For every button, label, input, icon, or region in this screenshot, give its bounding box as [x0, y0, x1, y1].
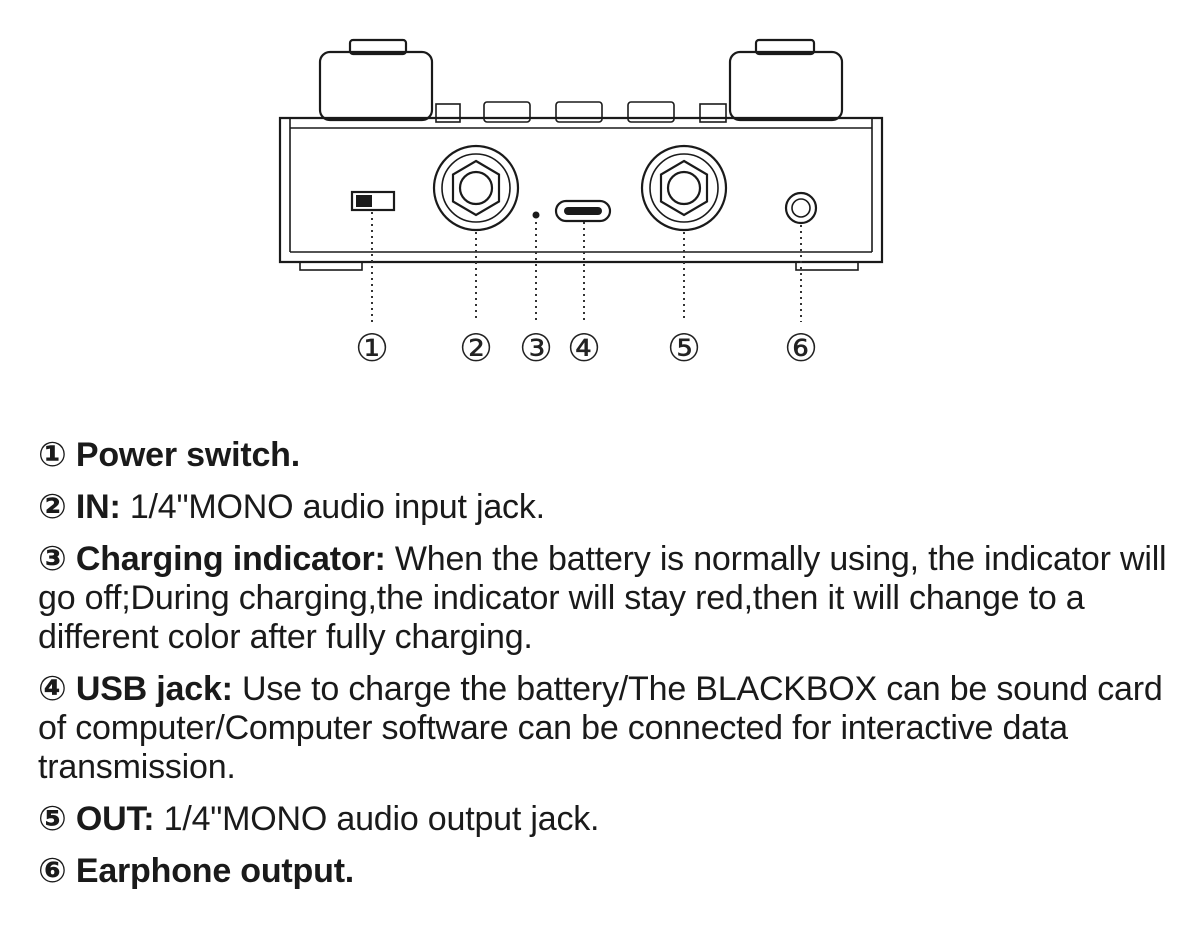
legend-label: IN: [75, 488, 121, 526]
right-knob [728, 38, 844, 122]
legend-description: Use to charge the battery/The BLACKBOX c… [38, 670, 1163, 786]
charging-indicator-icon [532, 211, 540, 219]
callout-numbers: ① ② ③ ④ ⑤ ⑥ [355, 326, 818, 370]
callout-6: ⑥ [784, 326, 818, 370]
callout-4: ④ [567, 326, 601, 370]
legend-number: ⑤ [38, 799, 67, 839]
leader-lines [371, 212, 802, 322]
power-switch-icon [350, 190, 396, 212]
legend-item-power-switch: ① Power switch. [38, 436, 1168, 475]
legend-description: 1/4"MONO audio input jack. [129, 488, 545, 526]
legend-item-output: ⑤ OUT: 1/4"MONO audio output jack. [38, 800, 1168, 839]
top-buttons [435, 101, 727, 123]
legend-description: When the battery is normally using, the … [38, 540, 1167, 656]
legend-label: USB jack: [75, 670, 233, 708]
legend-number: ③ [38, 539, 67, 579]
left-knob [318, 38, 434, 122]
device-rear-panel-diagram: ① ② ③ ④ ⑤ ⑥ [278, 38, 884, 370]
legend-label: Power switch. [75, 436, 300, 474]
legend-description: 1/4"MONO audio output jack. [163, 800, 600, 838]
legend-item-earphone-output: ⑥ Earphone output. [38, 852, 1168, 891]
legend-number: ⑥ [38, 851, 67, 891]
input-jack-icon [432, 144, 520, 232]
legend-item-input: ② IN: 1/4"MONO audio input jack. [38, 488, 1168, 527]
legend-label: OUT: [75, 800, 155, 838]
legend-item-charging-indicator: ③ Charging indicator: When the battery i… [38, 540, 1168, 657]
usb-jack-icon [554, 199, 612, 223]
legend-number: ④ [38, 669, 67, 709]
legend-label: Charging indicator: [75, 540, 386, 578]
callout-1: ① [355, 326, 389, 370]
output-jack-icon [640, 144, 728, 232]
callout-5: ⑤ [667, 326, 701, 370]
legend-label: Earphone output. [75, 852, 355, 890]
legend-number: ① [38, 435, 67, 475]
legend-item-usb-jack: ④ USB jack: Use to charge the battery/Th… [38, 670, 1168, 787]
callout-2: ② [459, 326, 493, 370]
device-body [278, 116, 884, 271]
callout-3: ③ [519, 326, 553, 370]
legend-number: ② [38, 487, 67, 527]
component-legend: ① Power switch. ② IN: 1/4"MONO audio inp… [38, 436, 1168, 904]
earphone-output-icon [784, 191, 818, 225]
